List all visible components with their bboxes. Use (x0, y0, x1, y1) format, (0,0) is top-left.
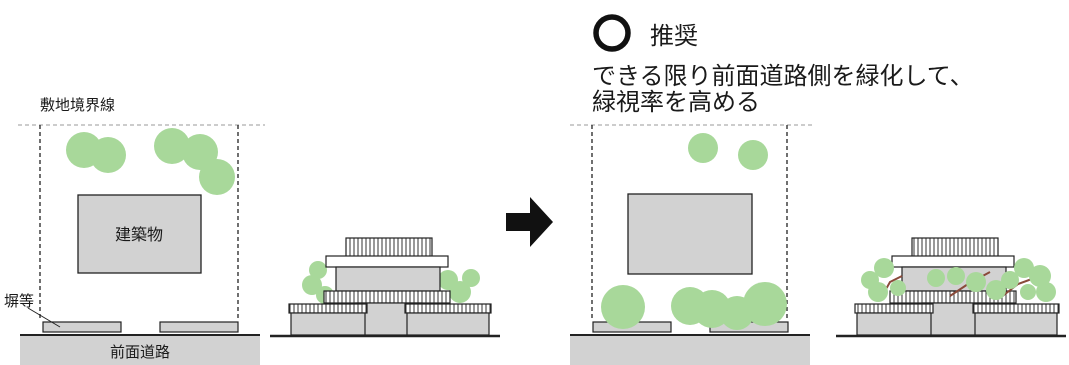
tree-icon (309, 261, 327, 279)
fence-cap-left (288, 303, 368, 314)
fence-wall-right (974, 312, 1058, 336)
fence-wall-left (290, 312, 366, 336)
tree-icon (947, 267, 965, 285)
tree-icon (738, 140, 768, 170)
tree-icon (449, 281, 471, 303)
arrow-right-icon (506, 197, 553, 247)
recommended-title: 推奨 (650, 22, 698, 50)
right-elevation-trees (861, 258, 1056, 302)
tree-icon (1036, 282, 1056, 302)
fence-right (159, 321, 239, 333)
fence-wall-right (406, 312, 490, 336)
tree-icon (90, 137, 126, 173)
left-elevation (270, 237, 500, 338)
boundary-label: 敷地境界線 (40, 96, 115, 114)
road (20, 335, 260, 365)
tree-icon (890, 280, 906, 296)
house-upper-wall (335, 266, 441, 292)
tree-icon (199, 159, 235, 195)
recommended-header: 推奨 できる限り前面道路側を緑化して、 緑視率を高める (592, 14, 974, 116)
house-lower-roof (323, 290, 451, 304)
road-label: 前面道路 (110, 343, 170, 361)
right-elevation (836, 237, 1066, 338)
house-upper-eave (325, 255, 449, 268)
fence-leader-line (27, 307, 61, 328)
fence-wall-left (856, 312, 932, 336)
circle-mark-icon (593, 14, 631, 52)
fence-label: 塀等 (4, 292, 34, 310)
left-elevation-trees (302, 261, 480, 304)
building (77, 194, 202, 274)
recommended-description-line1: できる限り前面道路側を緑化して、 (592, 62, 974, 90)
tree-icon (1001, 271, 1019, 289)
tree-icon (1020, 284, 1036, 300)
house-upper-eave (891, 255, 1015, 268)
tree-icon (966, 272, 986, 292)
right-plan-back-trees (688, 133, 768, 170)
tree-icon (462, 269, 480, 287)
right-plan (570, 124, 815, 365)
recommended-description-line2: 緑視率を高める (592, 88, 760, 116)
tree-icon (1014, 258, 1034, 278)
tree-icon (154, 128, 190, 164)
fence-left (42, 321, 122, 333)
tree-icon (927, 269, 945, 287)
building (627, 193, 753, 275)
tree-icon (302, 275, 322, 295)
left-plan: 敷地境界線 建築物 塀等 前面道路 (4, 96, 265, 365)
tree-icon (743, 282, 787, 326)
tree-icon (688, 133, 718, 163)
tree-icon (986, 280, 1006, 300)
tree-icon (874, 258, 894, 278)
tree-icon (868, 282, 888, 302)
road (570, 335, 810, 365)
fence-cap-right (404, 303, 492, 314)
fence-cap-left (854, 303, 934, 314)
building-label: 建築物 (115, 225, 163, 244)
left-plan-trees (66, 128, 235, 195)
tree-icon (1029, 265, 1051, 287)
right-plan-front-trees (601, 282, 787, 330)
tree-icon (601, 285, 645, 329)
fence-cap-right (972, 303, 1060, 314)
